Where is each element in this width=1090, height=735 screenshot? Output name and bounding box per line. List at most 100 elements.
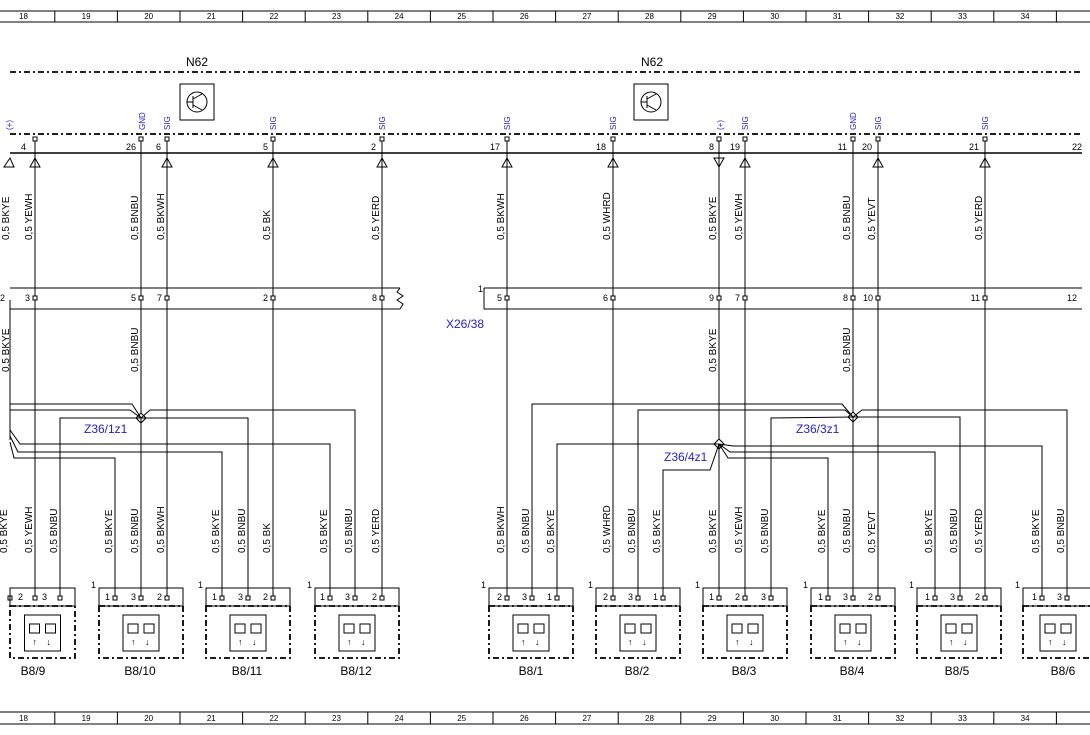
sensor-pin-number: 2	[157, 592, 162, 602]
pin-signal-label: SIG	[741, 116, 750, 130]
wire-color-label: 0,5 BNBU	[842, 328, 853, 372]
sensor-terminal	[57, 595, 63, 601]
arrow-down-icon: ↓	[857, 637, 862, 647]
hall-sensor-icon	[29, 623, 40, 634]
ruler-column-number: 28	[645, 714, 654, 723]
arrow-down-icon: ↓	[47, 637, 52, 647]
splice-branch	[531, 403, 854, 590]
splice-label: Z36/3z1	[796, 422, 840, 436]
pin-terminal	[164, 136, 170, 142]
sensor-pin-number: 3	[1057, 592, 1062, 602]
pin-number: 22	[1072, 142, 1082, 152]
connector-terminal	[610, 295, 616, 301]
wire-color-label: 0,5 BNBU	[237, 509, 248, 553]
arrow-up-icon: ↑	[949, 637, 954, 647]
connector-pin-number: 2	[0, 293, 5, 303]
ruler-column-number: 27	[582, 714, 591, 723]
sensor-terminal	[554, 595, 560, 601]
sensor-pin-number: 2	[497, 592, 502, 602]
splice-label: Z36/4z1	[664, 450, 708, 464]
wire-color-label: 0,5 BKYE	[817, 509, 828, 553]
sensor-connector	[1022, 587, 1090, 607]
wire-color-label: 0,5 BNBU	[130, 328, 141, 372]
arrow-down-icon: ↓	[963, 637, 968, 647]
ruler-column-number: 33	[958, 12, 967, 21]
ruler-column-number: 23	[332, 12, 341, 21]
connector-pin-number: 7	[735, 293, 740, 303]
transistor-icon	[633, 83, 669, 121]
pin-terminal	[716, 136, 722, 142]
splice-branch	[59, 417, 141, 590]
sensor-body	[205, 605, 291, 659]
ruler-column-number: 25	[457, 714, 466, 723]
pin-signal-label: SIG	[874, 116, 883, 130]
pin-number: 4	[21, 142, 26, 152]
splice-branch	[662, 443, 720, 590]
arrow-up-icon: ↑	[1048, 637, 1053, 647]
arrow-up-icon: ↑	[347, 637, 352, 647]
sensor-pin-one: 1	[909, 580, 914, 590]
wire-color-label: 0,5 BK	[262, 210, 273, 240]
ruler-column-number: 20	[144, 714, 153, 723]
sensor-terminal	[660, 595, 666, 601]
sensor-label: B8/10	[124, 664, 156, 678]
ruler-column-number: 27	[582, 12, 591, 21]
splice-branch	[9, 441, 116, 590]
connector-pin-number: 8	[372, 293, 377, 303]
splice-branch	[718, 443, 936, 590]
wire-color-label: 0,5 BNBU	[842, 509, 853, 553]
ruler-column-number: 31	[833, 714, 842, 723]
sensor-pin-number: 2	[975, 592, 980, 602]
sensor-pin-number: 3	[628, 592, 633, 602]
sensor-terminal	[327, 595, 333, 601]
sensor-terminal	[379, 595, 385, 601]
sensor-terminal	[138, 595, 144, 601]
connector-terminal	[875, 295, 881, 301]
connector-terminal	[716, 295, 722, 301]
pin-signal-label: SIG	[503, 116, 512, 130]
ruler-column-number: 25	[457, 12, 466, 21]
connector-pin-number: 7	[157, 293, 162, 303]
ruler-column-number: 19	[82, 714, 91, 723]
sensor-label: B8/3	[732, 664, 757, 678]
ruler-column-number: 29	[708, 714, 717, 723]
arrow-down-icon: ↓	[361, 637, 366, 647]
sensor-terminal	[850, 595, 856, 601]
ruler-column-number: 22	[269, 12, 278, 21]
pin-number: 5	[263, 142, 268, 152]
wire-color-label: 0,5 BNBU	[760, 509, 771, 553]
sensor-pin-one: 1	[307, 580, 312, 590]
sensor-pin-number: 3	[131, 592, 136, 602]
sensor-terminal	[825, 595, 831, 601]
ruler-column-number: 32	[895, 12, 904, 21]
connector-terminal	[138, 295, 144, 301]
sensor-pin-number: 1	[212, 592, 217, 602]
pin-number: 11	[838, 142, 847, 152]
arrow-down-icon: ↓	[145, 637, 150, 647]
connector-pin-one: 1	[478, 284, 483, 294]
ruler-column-number: 20	[144, 12, 153, 21]
wire-color-label: 0,5 BNBU	[130, 509, 141, 553]
wire-color-label: 0,5 YEWH	[24, 194, 35, 241]
sensor-pin-one: 1	[481, 580, 486, 590]
sensor-pin-number: 3	[42, 592, 47, 602]
splice-branch	[9, 435, 223, 590]
splice-branch	[770, 416, 854, 590]
ruler-column-number: 32	[895, 714, 904, 723]
pin-signal-label: SIG	[163, 116, 172, 130]
sensor-terminal	[957, 595, 963, 601]
ruler-column-number: 30	[770, 12, 779, 21]
sensor-terminal	[1064, 595, 1070, 601]
sensor-pin-number: 3	[950, 592, 955, 602]
pin-signal-label: (+)	[5, 120, 14, 130]
sensor-pin-one: 1	[198, 580, 203, 590]
wire-color-label: 0,5 BNBU	[344, 509, 355, 553]
sensor-pin-number: 3	[761, 592, 766, 602]
sensor-pin-one: 1	[803, 580, 808, 590]
